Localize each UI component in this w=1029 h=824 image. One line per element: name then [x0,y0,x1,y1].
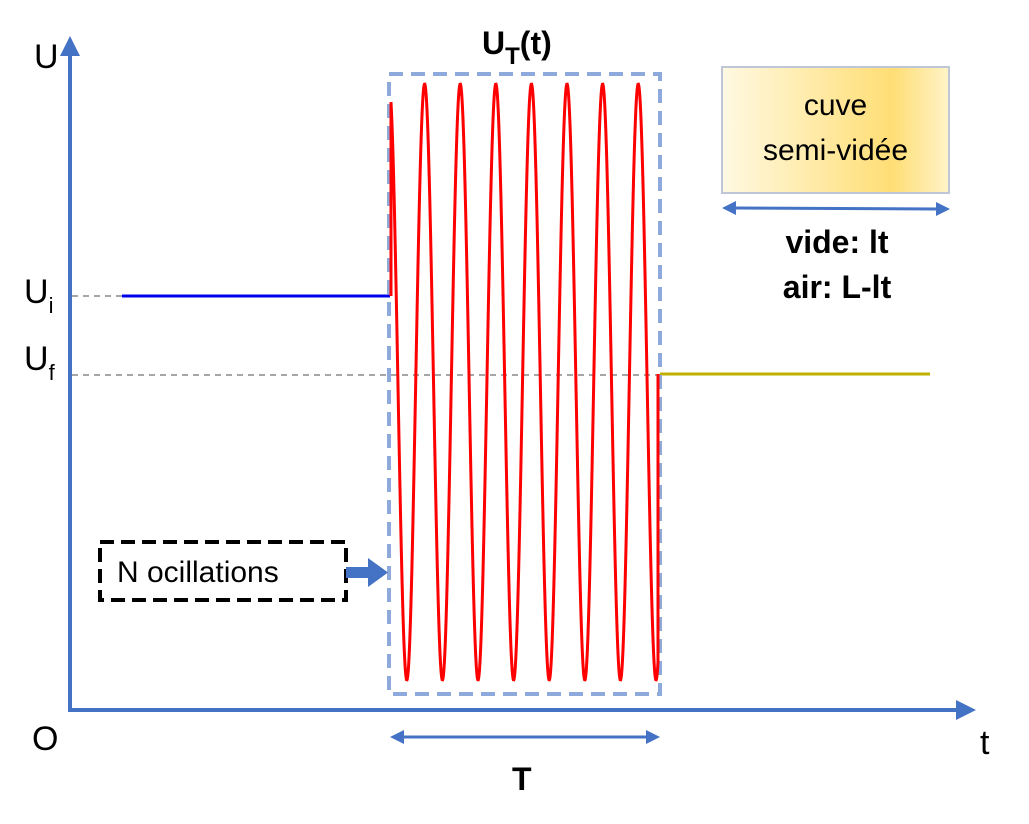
period-label: T [512,761,532,797]
signal-window-border [387,72,662,696]
origin-label: O [32,720,58,758]
period-arrow-right-icon [646,730,660,744]
cuve-box [721,66,950,194]
y-axis-arrow-icon [60,36,80,56]
ui-label: Ui [24,273,53,318]
period-arrow-left-icon [390,730,404,744]
cuve-line-2: semi-vidée [763,134,908,167]
oscillations-arrow-shaft [346,567,368,578]
y-axis-label: U [34,38,59,76]
signal-title: UT(t) [482,25,552,70]
cuve-arrow-right-icon [936,202,950,216]
oscillations-arrow-head-icon [368,558,388,587]
air-label: air: L-lt [783,269,892,305]
vide-label: vide: lt [785,224,888,260]
oscillations-box-label: N ocillations [117,556,279,589]
uf-label: Uf [24,340,56,385]
cuve-line-1: cuve [804,89,867,122]
x-axis-arrow-icon [956,700,976,720]
cuve-arrow-line [733,206,939,211]
x-axis-label: t [980,724,990,762]
oscillation-signal [389,82,660,682]
cuve-arrow-left-icon [722,201,736,215]
